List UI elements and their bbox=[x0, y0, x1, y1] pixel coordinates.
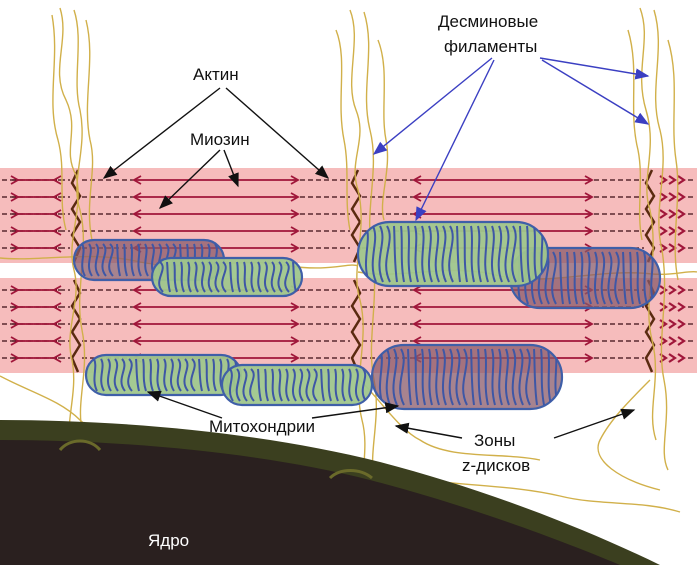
nucleus bbox=[0, 420, 660, 565]
label-mitochondria: Митохондрии bbox=[209, 417, 315, 436]
desmin-arrow-3 bbox=[540, 58, 648, 76]
mitochondrion bbox=[358, 222, 548, 286]
label-zdisc-line1: Зоны bbox=[474, 431, 515, 450]
label-actin: Актин bbox=[193, 65, 239, 84]
mitochondrion bbox=[372, 345, 562, 409]
mito-arrow-right bbox=[312, 406, 398, 418]
zdisc-arrow-right bbox=[554, 410, 634, 438]
desmin-arrow-1 bbox=[374, 58, 492, 154]
mitochondrion bbox=[222, 365, 372, 405]
mitochondrion bbox=[152, 258, 302, 296]
mitochondrion bbox=[86, 355, 241, 395]
label-desmin-line1: Десминовые bbox=[438, 12, 538, 31]
label-desmin-line2: филаменты bbox=[444, 37, 537, 56]
zdisc-arrow-left bbox=[396, 426, 462, 438]
desmin-arrow-4 bbox=[542, 60, 648, 124]
label-myosin: Миозин bbox=[190, 130, 250, 149]
label-nucleus: Ядро bbox=[148, 531, 189, 550]
label-zdisc-line2: z-дисков bbox=[462, 456, 530, 475]
